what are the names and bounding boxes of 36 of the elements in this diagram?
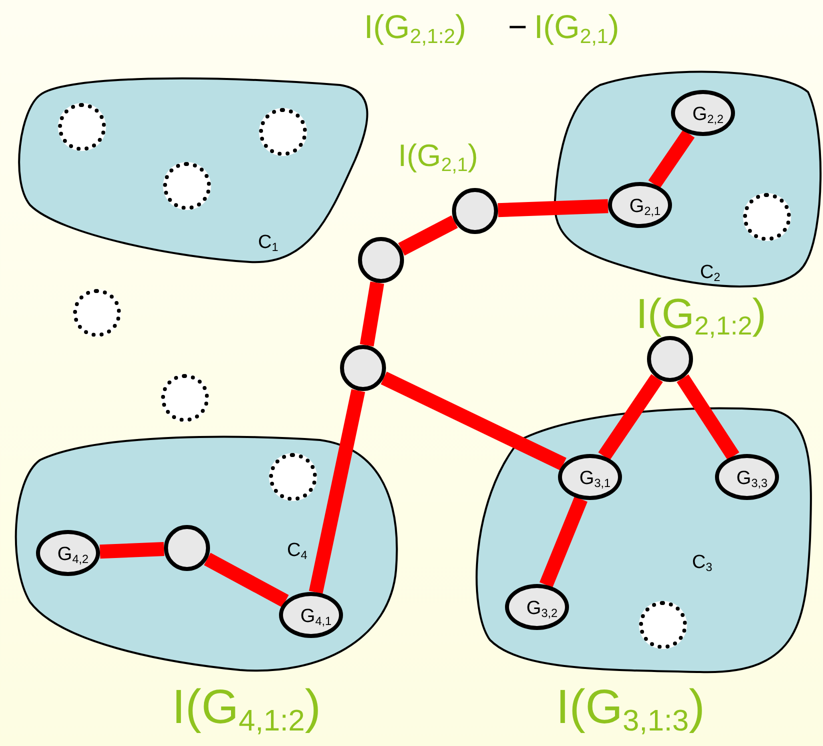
connector-line	[204, 552, 289, 608]
vertex-label: G$_{3,3}$	[735, 468, 768, 490]
connector-line	[540, 496, 588, 588]
formula-label: I(G$_{2,1:2}$)	[636, 290, 766, 338]
vertex-label: G$_{3,2}$	[525, 598, 558, 620]
formula-label: I(G$_{4,1:2}$)	[172, 680, 321, 736]
vertex-circle	[452, 188, 498, 234]
formula-label: I(G$_{2,1:2}$)	[364, 8, 466, 46]
connector-line	[100, 542, 164, 559]
vertex-label: G$_{4,1}$	[299, 606, 332, 628]
empty-dotted-circle	[161, 374, 209, 422]
formula-label: I(G$_{3,1:3}$)	[556, 680, 705, 736]
connector-line	[380, 372, 566, 471]
vertex-circle	[647, 336, 693, 382]
cluster-label: C$_{3}$	[692, 552, 712, 574]
empty-dotted-circle	[73, 289, 121, 337]
cluster-region	[14, 436, 398, 672]
formula-label: I(G$_{2,1}$)	[398, 138, 478, 174]
connector-line	[398, 215, 458, 256]
vertex-label: G$_{2,1}$	[628, 196, 661, 218]
connector-line	[360, 282, 384, 346]
vertex-label: G$_{2,2}$	[691, 104, 724, 126]
vertex-label: G$_{3,1}$	[578, 468, 611, 490]
cluster-label: C$_{2}$	[700, 262, 720, 284]
formula-label: −	[508, 8, 528, 46]
vertex-circle	[340, 345, 386, 391]
connector-line	[498, 199, 608, 218]
cluster-label: C$_{4}$	[287, 540, 308, 562]
connector-line	[648, 130, 695, 188]
vertex-circle	[358, 237, 404, 283]
vertex-label: G$_{4,2}$	[56, 544, 89, 566]
connector-line	[308, 389, 366, 594]
connector-line	[676, 374, 740, 460]
cluster-region	[18, 77, 368, 263]
formula-label: I(G$_{2,1}$)	[534, 8, 620, 46]
cluster-label: C$_{1}$	[258, 232, 278, 254]
